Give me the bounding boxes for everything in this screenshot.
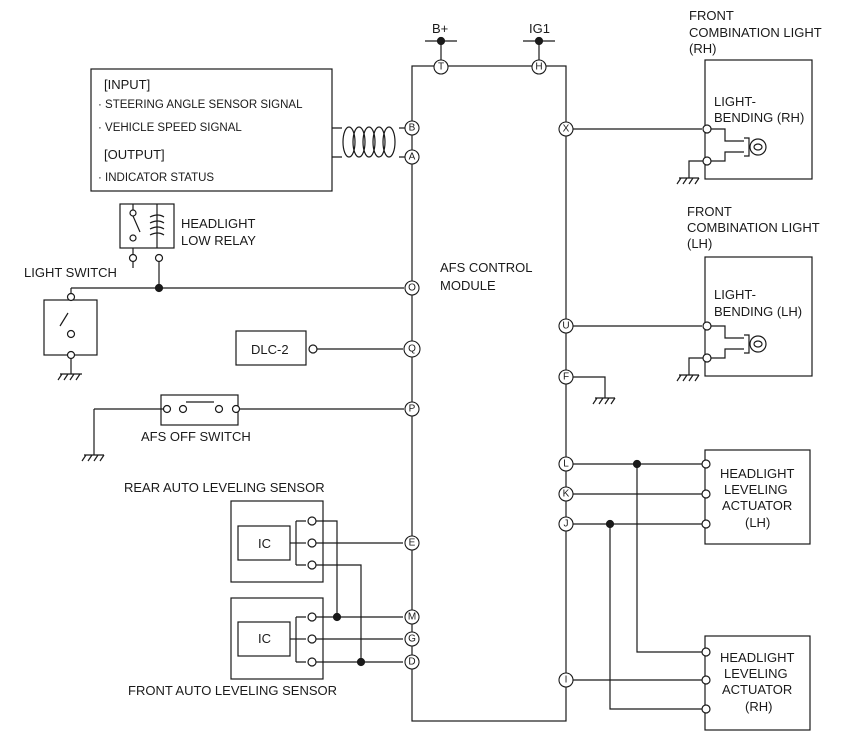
pin-u: U bbox=[558, 318, 574, 334]
front-ic-label: IC bbox=[258, 631, 271, 646]
afs-control-module bbox=[411, 65, 567, 722]
pin-h: H bbox=[531, 59, 547, 75]
relay-label-2: LOW RELAY bbox=[181, 233, 256, 248]
pin-f: F bbox=[558, 369, 574, 385]
headlight-leveling-actuator-rh bbox=[570, 464, 811, 731]
pin-j: J bbox=[558, 516, 574, 532]
act-rh-3: ACTUATOR bbox=[722, 682, 792, 697]
pin-o: O bbox=[404, 280, 420, 296]
front-lh-body-2: BENDING (LH) bbox=[714, 304, 802, 319]
svg-text:U: U bbox=[562, 321, 569, 332]
dlc-label: DLC-2 bbox=[251, 342, 289, 357]
rear-ic-label: IC bbox=[258, 536, 271, 551]
svg-text:Q: Q bbox=[408, 344, 416, 355]
pin-k: K bbox=[558, 486, 574, 502]
act-lh-4: (LH) bbox=[745, 515, 770, 530]
svg-text:M: M bbox=[408, 612, 416, 623]
svg-text:J: J bbox=[564, 519, 569, 530]
act-rh-4: (RH) bbox=[745, 699, 772, 714]
front-sensor-label: FRONT AUTO LEVELING SENSOR bbox=[128, 683, 337, 698]
front-lh-body-1: LIGHT- bbox=[714, 287, 756, 302]
act-rh-2: LEVELING bbox=[724, 666, 788, 681]
bplus-label: B+ bbox=[432, 21, 448, 36]
svg-text:B: B bbox=[409, 123, 416, 134]
svg-text:H: H bbox=[535, 62, 542, 73]
svg-text:D: D bbox=[408, 657, 415, 668]
front-lh-title-2: COMBINATION LIGHT bbox=[687, 220, 820, 235]
io-output-title: [OUTPUT] bbox=[104, 147, 165, 162]
pin-i: I bbox=[558, 672, 574, 688]
pin-d: D bbox=[404, 654, 420, 670]
svg-text:A: A bbox=[409, 152, 416, 163]
io-box: [INPUT] · STEERING ANGLE SENSOR SIGNAL ·… bbox=[90, 68, 333, 192]
front-lh-title-1: FRONT bbox=[687, 204, 732, 219]
act-lh-2: LEVELING bbox=[724, 482, 788, 497]
svg-text:X: X bbox=[563, 124, 570, 135]
headlight-low-relay bbox=[119, 203, 175, 288]
f-ground bbox=[569, 376, 616, 405]
rear-sensor-label: REAR AUTO LEVELING SENSOR bbox=[124, 480, 325, 495]
pin-b: B bbox=[404, 120, 420, 136]
light-switch-label: LIGHT SWITCH bbox=[24, 265, 117, 280]
svg-text:I: I bbox=[565, 675, 568, 686]
pin-t: T bbox=[433, 59, 449, 75]
pin-g: G bbox=[404, 631, 420, 647]
pin-m: M bbox=[404, 609, 420, 625]
act-rh-1: HEADLIGHT bbox=[720, 650, 794, 665]
afs-off-switch bbox=[81, 394, 404, 462]
act-lh-3: ACTUATOR bbox=[722, 498, 792, 513]
bplus-feed: B+ bbox=[425, 21, 457, 60]
svg-text:E: E bbox=[409, 538, 416, 549]
io-output-1: · INDICATOR STATUS bbox=[98, 172, 214, 184]
svg-text:O: O bbox=[408, 283, 416, 294]
pin-p: P bbox=[404, 401, 420, 417]
ig1-feed: IG1 bbox=[523, 21, 555, 60]
io-input-1: · STEERING ANGLE SENSOR SIGNAL bbox=[98, 99, 303, 111]
pin-l: L bbox=[558, 456, 574, 472]
sensor-wiring bbox=[316, 520, 403, 667]
dlc-2 bbox=[235, 330, 403, 366]
io-input-2: · VEHICLE SPEED SIGNAL bbox=[98, 122, 242, 134]
svg-text:T: T bbox=[438, 62, 444, 73]
front-rh-body-2: BENDING (RH) bbox=[714, 110, 804, 125]
front-rh-title-1: FRONT bbox=[689, 8, 734, 23]
pin-q: Q bbox=[403, 340, 421, 358]
act-lh-1: HEADLIGHT bbox=[720, 466, 794, 481]
svg-text:P: P bbox=[409, 404, 416, 415]
front-rh-title-2: COMBINATION LIGHT bbox=[689, 25, 822, 40]
pin-a: A bbox=[404, 149, 420, 165]
light-switch bbox=[43, 283, 404, 381]
svg-text:K: K bbox=[563, 489, 570, 500]
front-lh-title-3: (LH) bbox=[687, 236, 712, 251]
twisted-pair-coil bbox=[332, 126, 405, 158]
module-label-1: AFS CONTROL bbox=[440, 260, 532, 275]
front-rh-title-3: (RH) bbox=[689, 41, 716, 56]
svg-text:L: L bbox=[563, 459, 569, 470]
front-combination-light-lh bbox=[573, 256, 813, 382]
pin-x: X bbox=[558, 121, 574, 137]
relay-label-1: HEADLIGHT bbox=[181, 216, 255, 231]
svg-text:F: F bbox=[563, 372, 569, 383]
afs-off-label: AFS OFF SWITCH bbox=[141, 429, 251, 444]
pin-e: E bbox=[404, 535, 420, 551]
front-auto-leveling-sensor bbox=[230, 597, 324, 680]
front-combination-light-rh bbox=[573, 59, 813, 185]
ig1-label: IG1 bbox=[529, 21, 550, 36]
headlight-leveling-actuator-lh bbox=[570, 449, 811, 545]
svg-text:G: G bbox=[408, 634, 416, 645]
module-label-2: MODULE bbox=[440, 278, 496, 293]
rear-auto-leveling-sensor bbox=[230, 500, 324, 583]
io-input-title: [INPUT] bbox=[104, 77, 150, 92]
front-rh-body-1: LIGHT- bbox=[714, 94, 756, 109]
